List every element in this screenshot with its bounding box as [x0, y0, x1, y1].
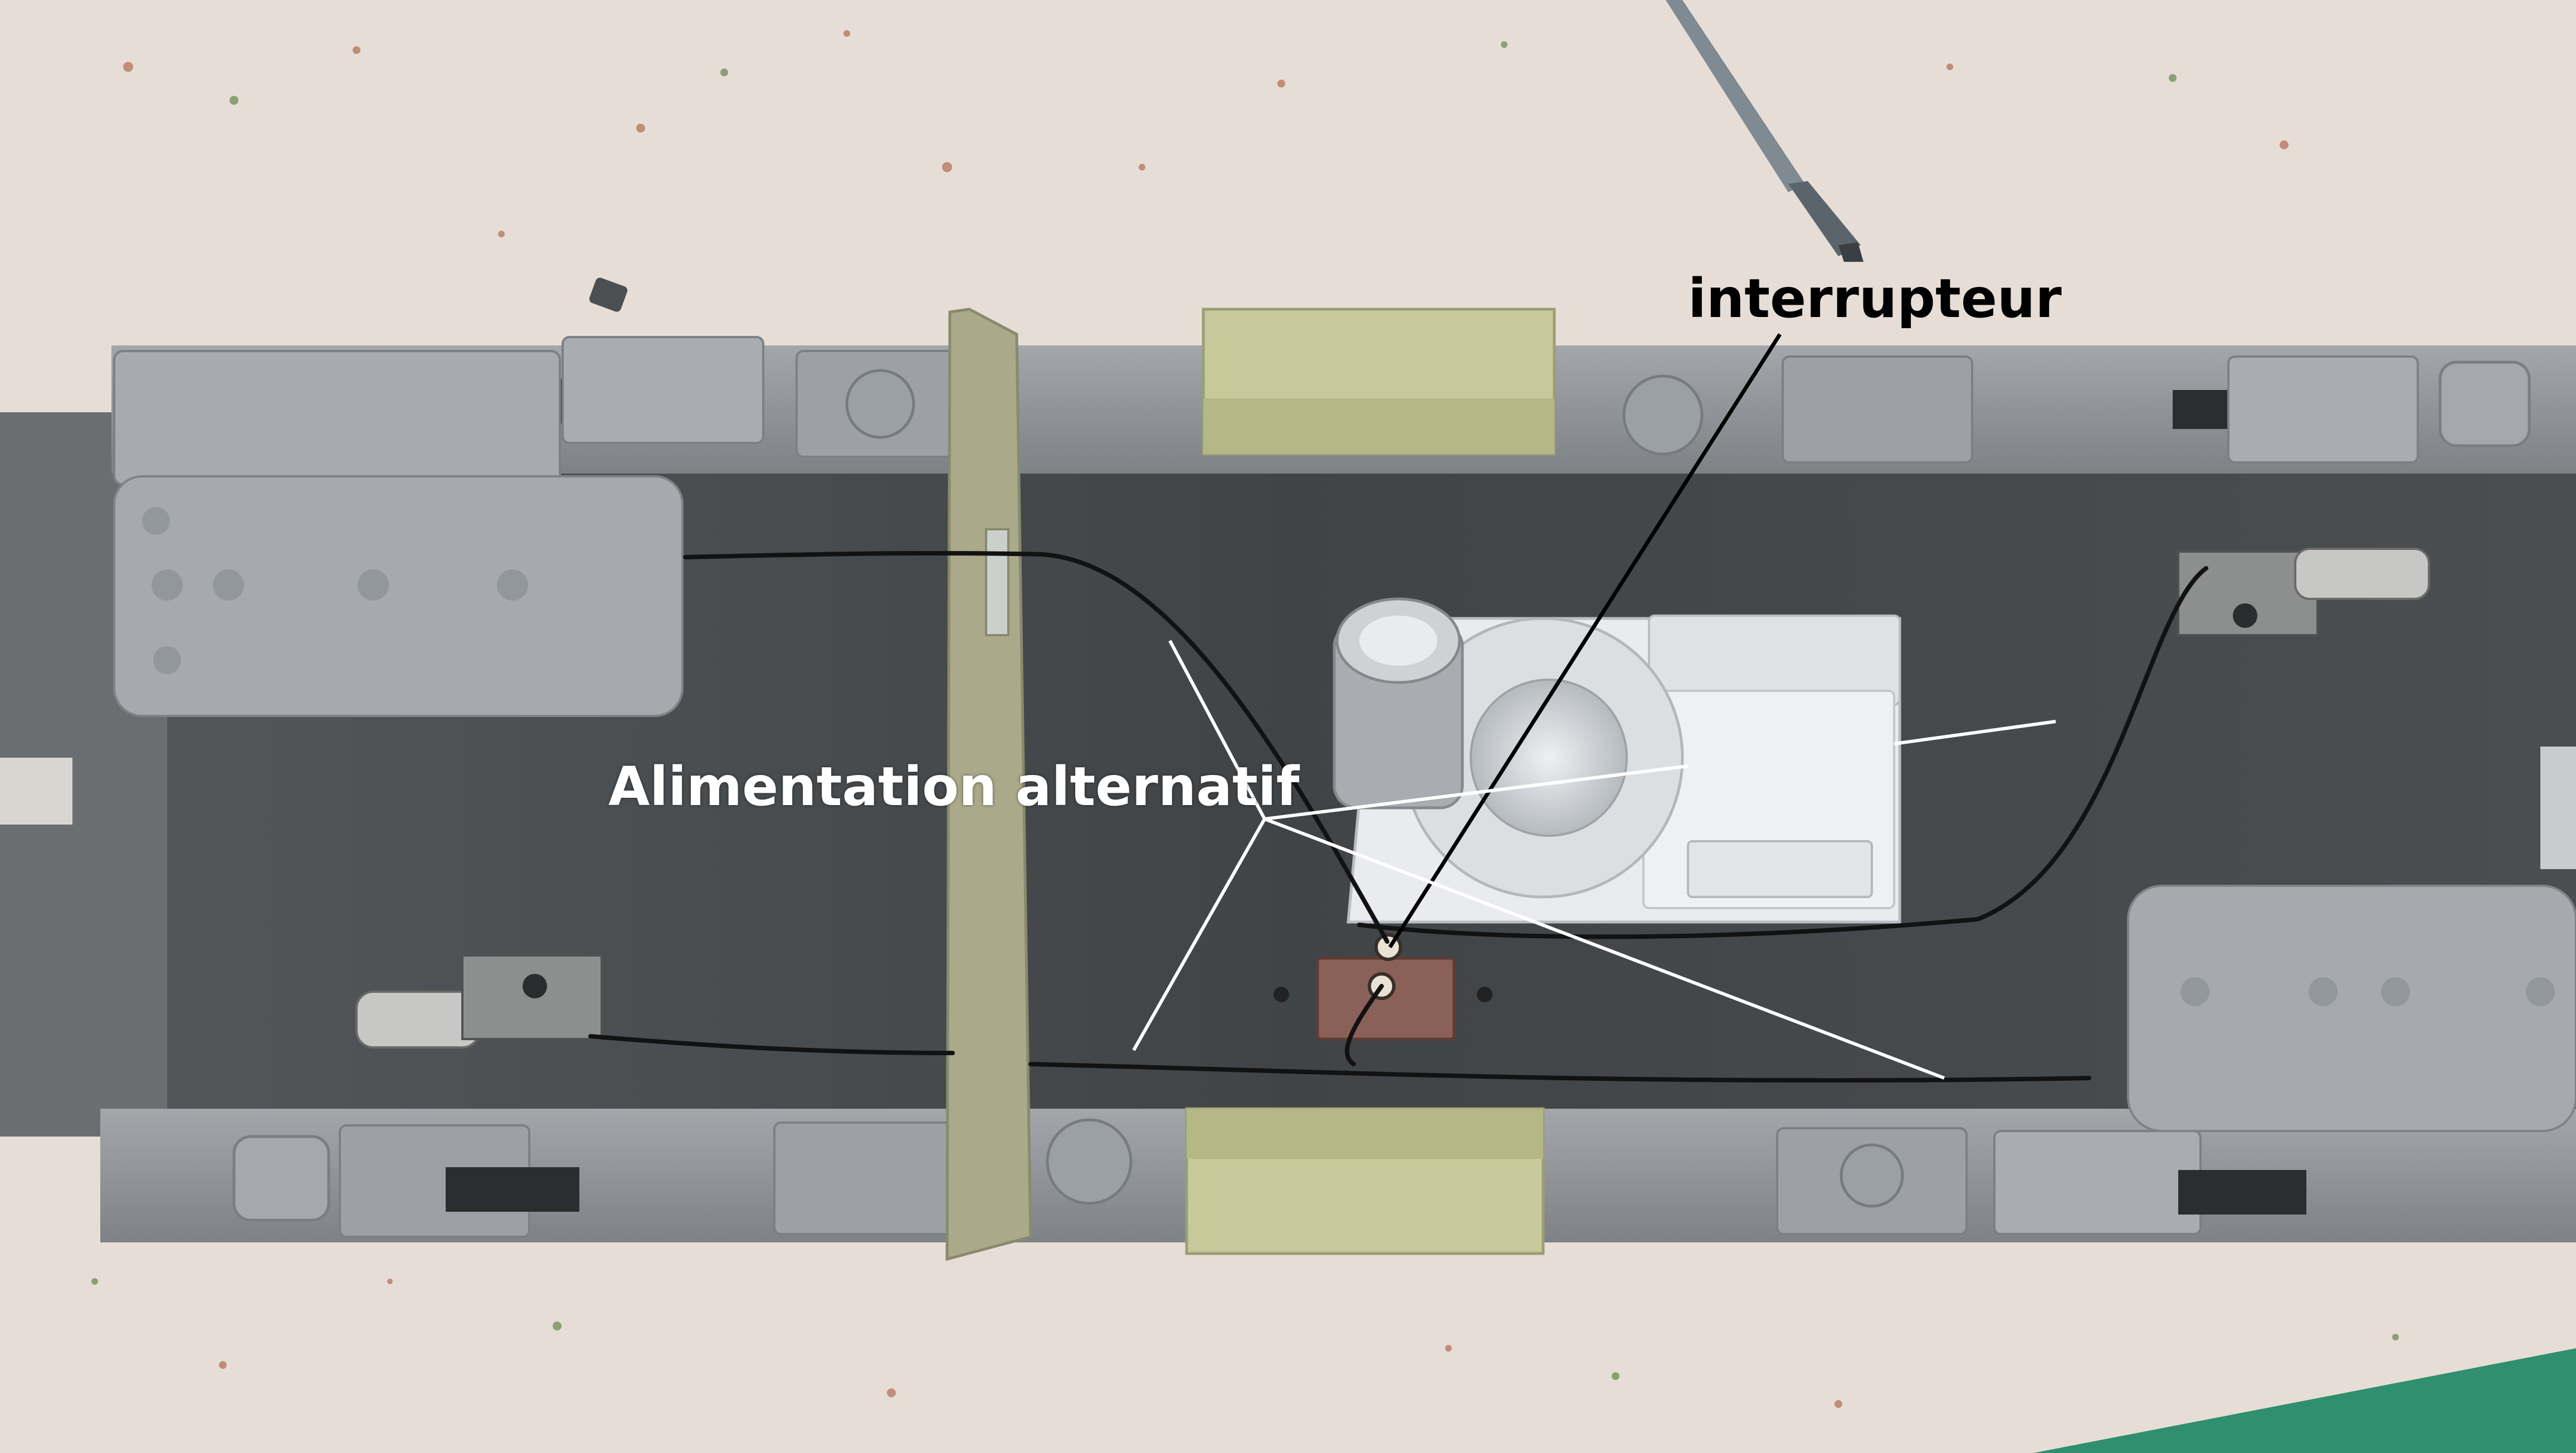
bulkhead-slot	[985, 528, 1009, 636]
upper-rail-round-cover-1	[845, 369, 915, 439]
alimentation-leader-lines	[1132, 640, 2056, 1080]
lower-rail-cutout-left	[446, 1167, 579, 1212]
motor-assembly	[1333, 597, 1901, 924]
upper-rail-hatch-1	[562, 336, 764, 444]
lower-rail-cutout-right	[2178, 1170, 2306, 1215]
green-speckles	[91, 41, 2399, 1380]
lower-ballast-weight	[1185, 1107, 1545, 1255]
right-lower-step-box	[2127, 885, 2576, 1132]
lower-rail-round-cover-2	[1840, 1143, 1904, 1208]
right-edge-clip	[2540, 747, 2576, 869]
bulkhead-divider	[945, 308, 1032, 1261]
paint-speckles	[123, 30, 2289, 1408]
left-upper-step-box	[113, 350, 684, 717]
interrupteur-leader-line	[1388, 333, 1782, 948]
lower-rail-round-cover-1	[1046, 1118, 1133, 1205]
left-edge-clip	[0, 758, 72, 825]
debris-fragment	[589, 277, 628, 312]
right-pickup-contact	[2177, 548, 2430, 636]
lower-rail-hatch-1	[232, 1135, 330, 1222]
upper-rail-round-button	[2438, 360, 2531, 447]
left-pickup-contact	[355, 954, 603, 1049]
screwdriver-icon	[1666, 0, 1863, 262]
alimentation-alternatif-label: Alimentation alternatif	[608, 755, 1300, 818]
upper-rail-hatch-3	[1782, 355, 1973, 464]
upper-rail-hatch-4	[2227, 355, 2419, 464]
interrupteur-label: interrupteur	[1688, 267, 2062, 330]
upper-ballast-weight	[1202, 308, 1556, 456]
lower-rail-hatch-3	[773, 1122, 954, 1235]
lower-rail-hatch-5	[1993, 1130, 2202, 1235]
green-cutting-mat	[2033, 1348, 2576, 1453]
upper-rail-round-cover-2	[1622, 374, 1704, 456]
electrical-wires	[588, 550, 2208, 1083]
toggle-switch-icon	[1274, 933, 1492, 1041]
